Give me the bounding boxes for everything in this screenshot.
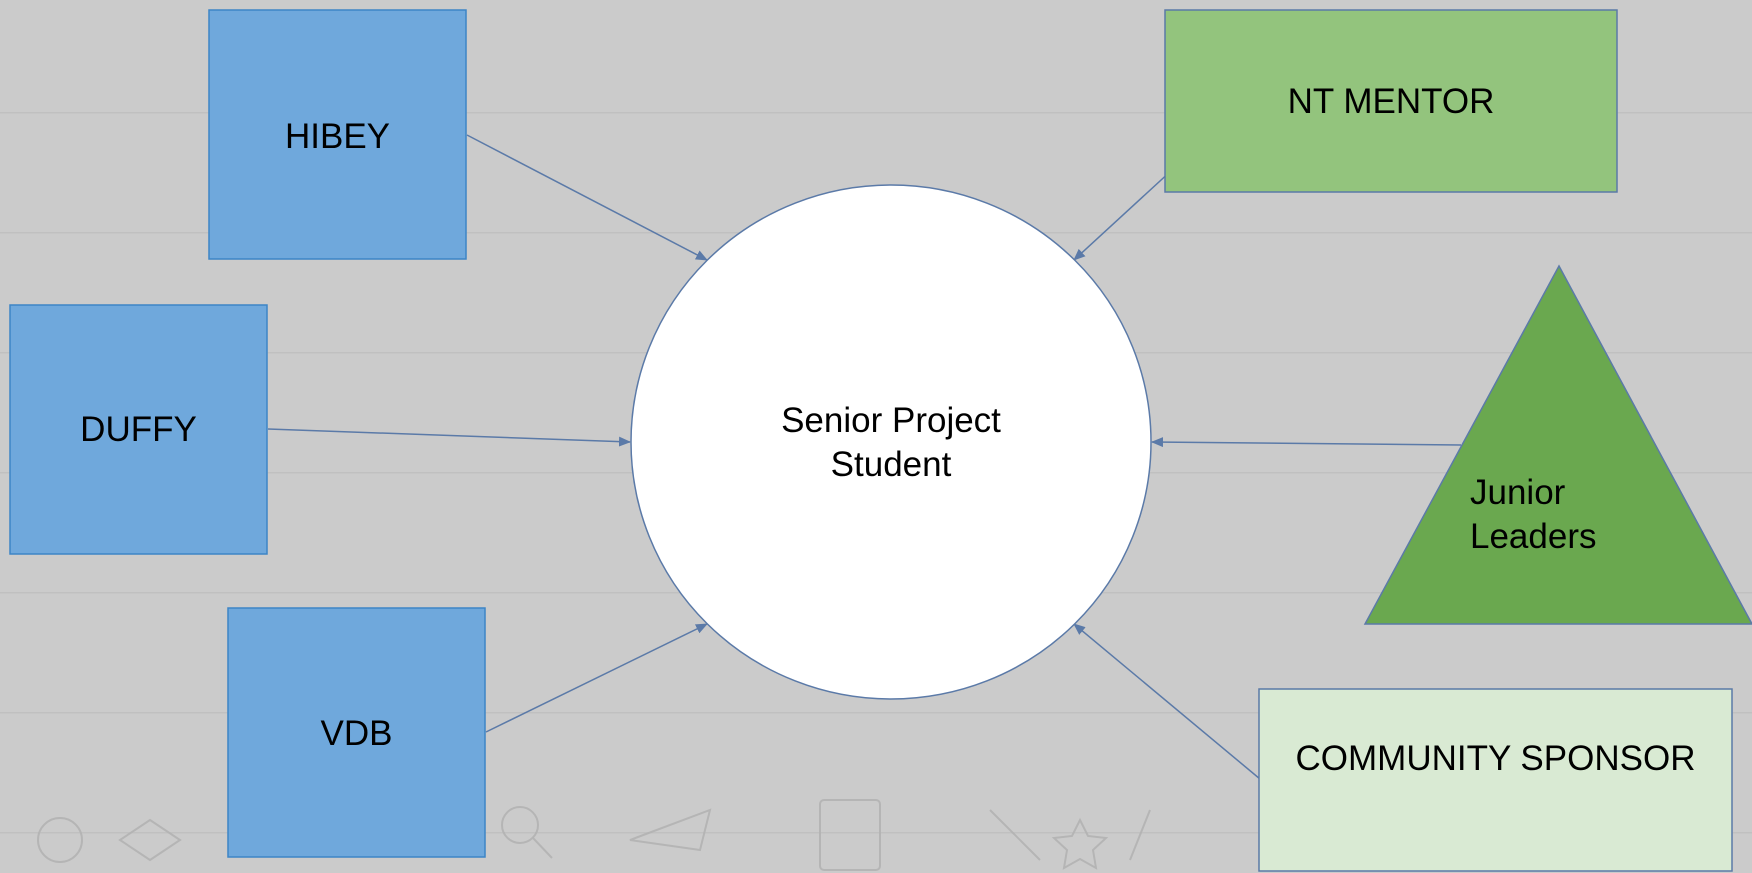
duffy-label: DUFFY [80,409,197,449]
duffy-box [9,304,268,555]
nt-mentor-label: NT MENTOR [1287,82,1495,121]
junior-leaders-label: Junior Leaders [1470,473,1597,556]
student-circle [630,184,1152,700]
nt-mentor-box [1164,9,1618,193]
community-sponsor-label: COMMUNITY SPONSOR [1295,739,1696,778]
arrow-juniorleaders-to-student [1151,437,1462,448]
community-sponsor-box [1258,688,1733,872]
hibey-label: HIBEY [284,117,391,156]
hibey-box [208,9,467,260]
arrow-vdb-to-student [485,623,708,733]
senior-project-student-label: Senior Project Student [781,401,1001,484]
arrow-communitysponsor-to-student [1073,623,1261,780]
vdb-box [227,607,486,858]
arrow-hibey-to-student [466,134,708,261]
arrow-duffy-to-student [267,428,631,447]
doodle-decoration [37,799,1151,871]
junior-leaders-triangle [1363,264,1752,625]
vdb-label: VDB [320,714,393,753]
